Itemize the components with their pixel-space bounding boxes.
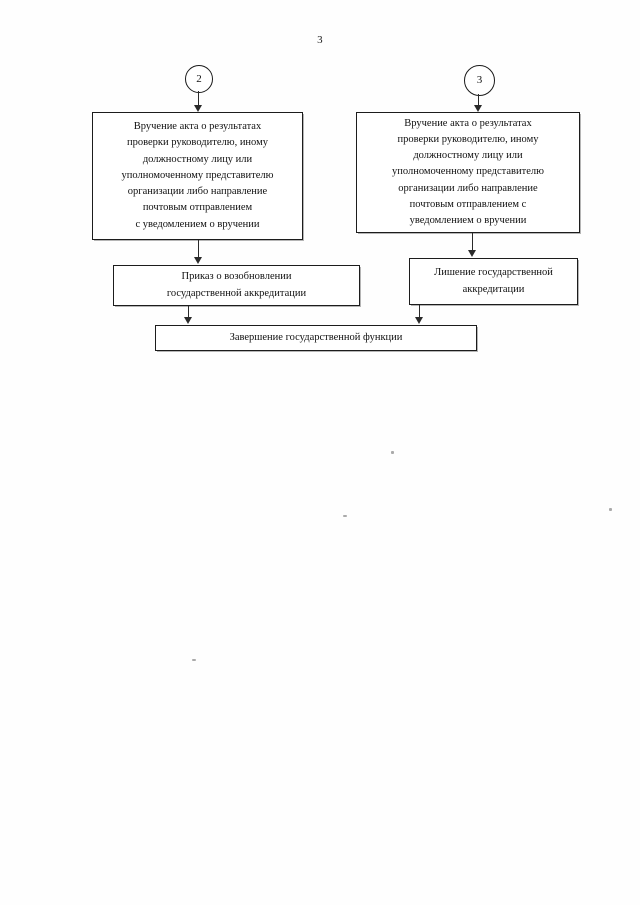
connector-circle-2: 2 xyxy=(185,65,213,93)
arrow-line-deliver-left-to-order xyxy=(197,240,199,259)
connector-circle-3: 3 xyxy=(464,65,495,96)
arrow-head-connector3-to-deliver-right xyxy=(473,105,482,112)
node-revoke-accreditation: Лишение государственной аккредитации xyxy=(409,258,578,305)
node-finish-function-text: Завершение государственной функции xyxy=(229,331,403,343)
arrow-line-order-to-finish xyxy=(187,306,189,319)
scan-speckle xyxy=(609,508,612,511)
connector-circle-2-label: 2 xyxy=(196,72,202,85)
page-number: 3 xyxy=(317,34,323,46)
node-order-resume: Приказ о возобновлении государственной а… xyxy=(113,265,360,306)
node-deliver-act-right-text: Вручение акта о результатах проверки рук… xyxy=(392,117,544,226)
scan-speckle xyxy=(192,659,196,661)
arrow-line-connector3-to-deliver-right xyxy=(477,94,479,107)
arrow-line-connector2-to-deliver-left xyxy=(197,91,199,107)
scan-speckle xyxy=(343,515,347,517)
node-revoke-accreditation-text: Лишение государственной аккредитации xyxy=(434,267,553,295)
node-order-resume-text: Приказ о возобновлении государственной а… xyxy=(166,271,307,299)
arrow-head-revoke-to-finish xyxy=(414,317,423,324)
node-deliver-act-left: Вручение акта о результатах проверки рук… xyxy=(92,112,303,240)
node-deliver-act-left-text: Вручение акта о результатах проверки рук… xyxy=(121,121,274,230)
scan-speckle xyxy=(391,451,394,454)
connector-circle-3-label: 3 xyxy=(476,74,483,86)
node-deliver-act-right: Вручение акта о результатах проверки рук… xyxy=(356,112,580,233)
arrow-head-connector2-to-deliver-left xyxy=(193,105,202,112)
node-finish-function: Завершение государственной функции xyxy=(155,325,477,351)
arrow-line-deliver-right-to-revoke xyxy=(471,233,473,252)
arrow-head-order-to-finish xyxy=(183,317,192,324)
arrow-head-deliver-left-to-order xyxy=(193,257,202,264)
arrow-line-revoke-to-finish xyxy=(418,305,420,319)
arrow-head-deliver-right-to-revoke xyxy=(467,250,476,257)
